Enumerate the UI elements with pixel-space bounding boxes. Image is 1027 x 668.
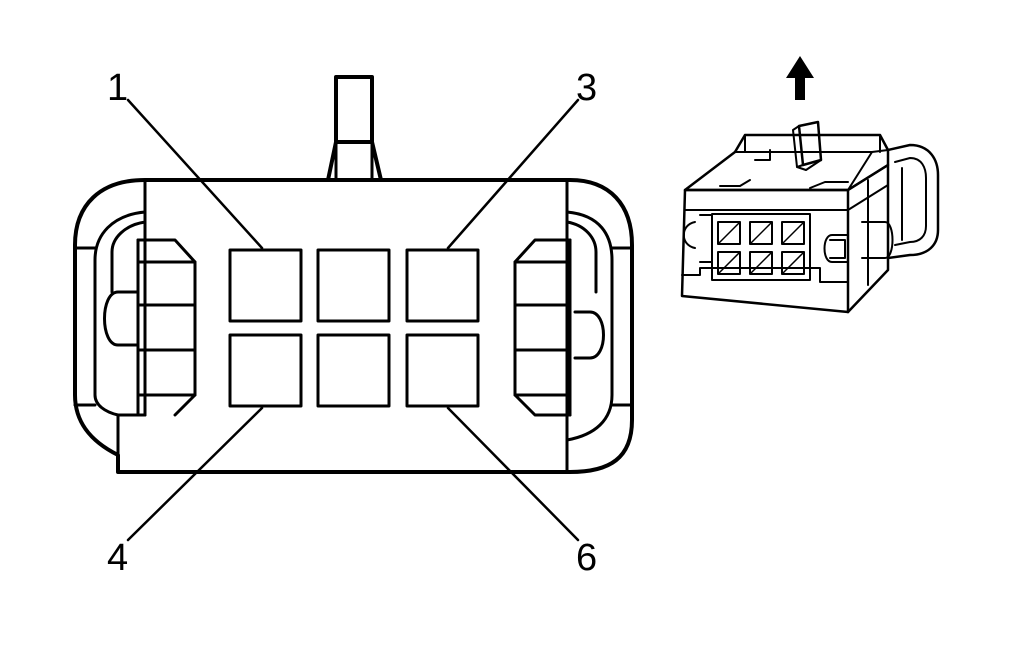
cavity-pin-3	[405, 248, 480, 323]
leader-line-pin-3	[446, 98, 580, 250]
cavity-pin-2	[316, 248, 391, 323]
cavity-pin-6	[405, 333, 480, 408]
terminal-cavities	[228, 248, 480, 408]
iso-terminal-cavities	[711, 213, 811, 281]
leader-line-pin-1	[126, 98, 264, 250]
right-latch	[513, 210, 634, 442]
locking-tab	[326, 75, 383, 182]
iso-locking-tab	[792, 120, 823, 171]
connector-housing	[73, 178, 634, 474]
cavity-pin-4	[228, 333, 303, 408]
iso-side-latch	[823, 143, 940, 263]
connector-isometric-view	[680, 120, 940, 314]
leader-lines	[126, 98, 580, 542]
arrow-up-icon	[786, 56, 814, 100]
leader-line-pin-6	[446, 406, 580, 542]
connector-face-view: 1 3 4 6	[73, 67, 634, 579]
cavity-pin-1	[228, 248, 303, 323]
pin-label-6: 6	[576, 537, 597, 579]
pin-label-1: 1	[107, 67, 128, 109]
left-latch	[73, 210, 197, 417]
pin-label-4: 4	[107, 537, 128, 579]
leader-line-pin-4	[126, 406, 264, 542]
pin-label-3: 3	[576, 67, 597, 109]
cavity-pin-5	[316, 333, 391, 408]
